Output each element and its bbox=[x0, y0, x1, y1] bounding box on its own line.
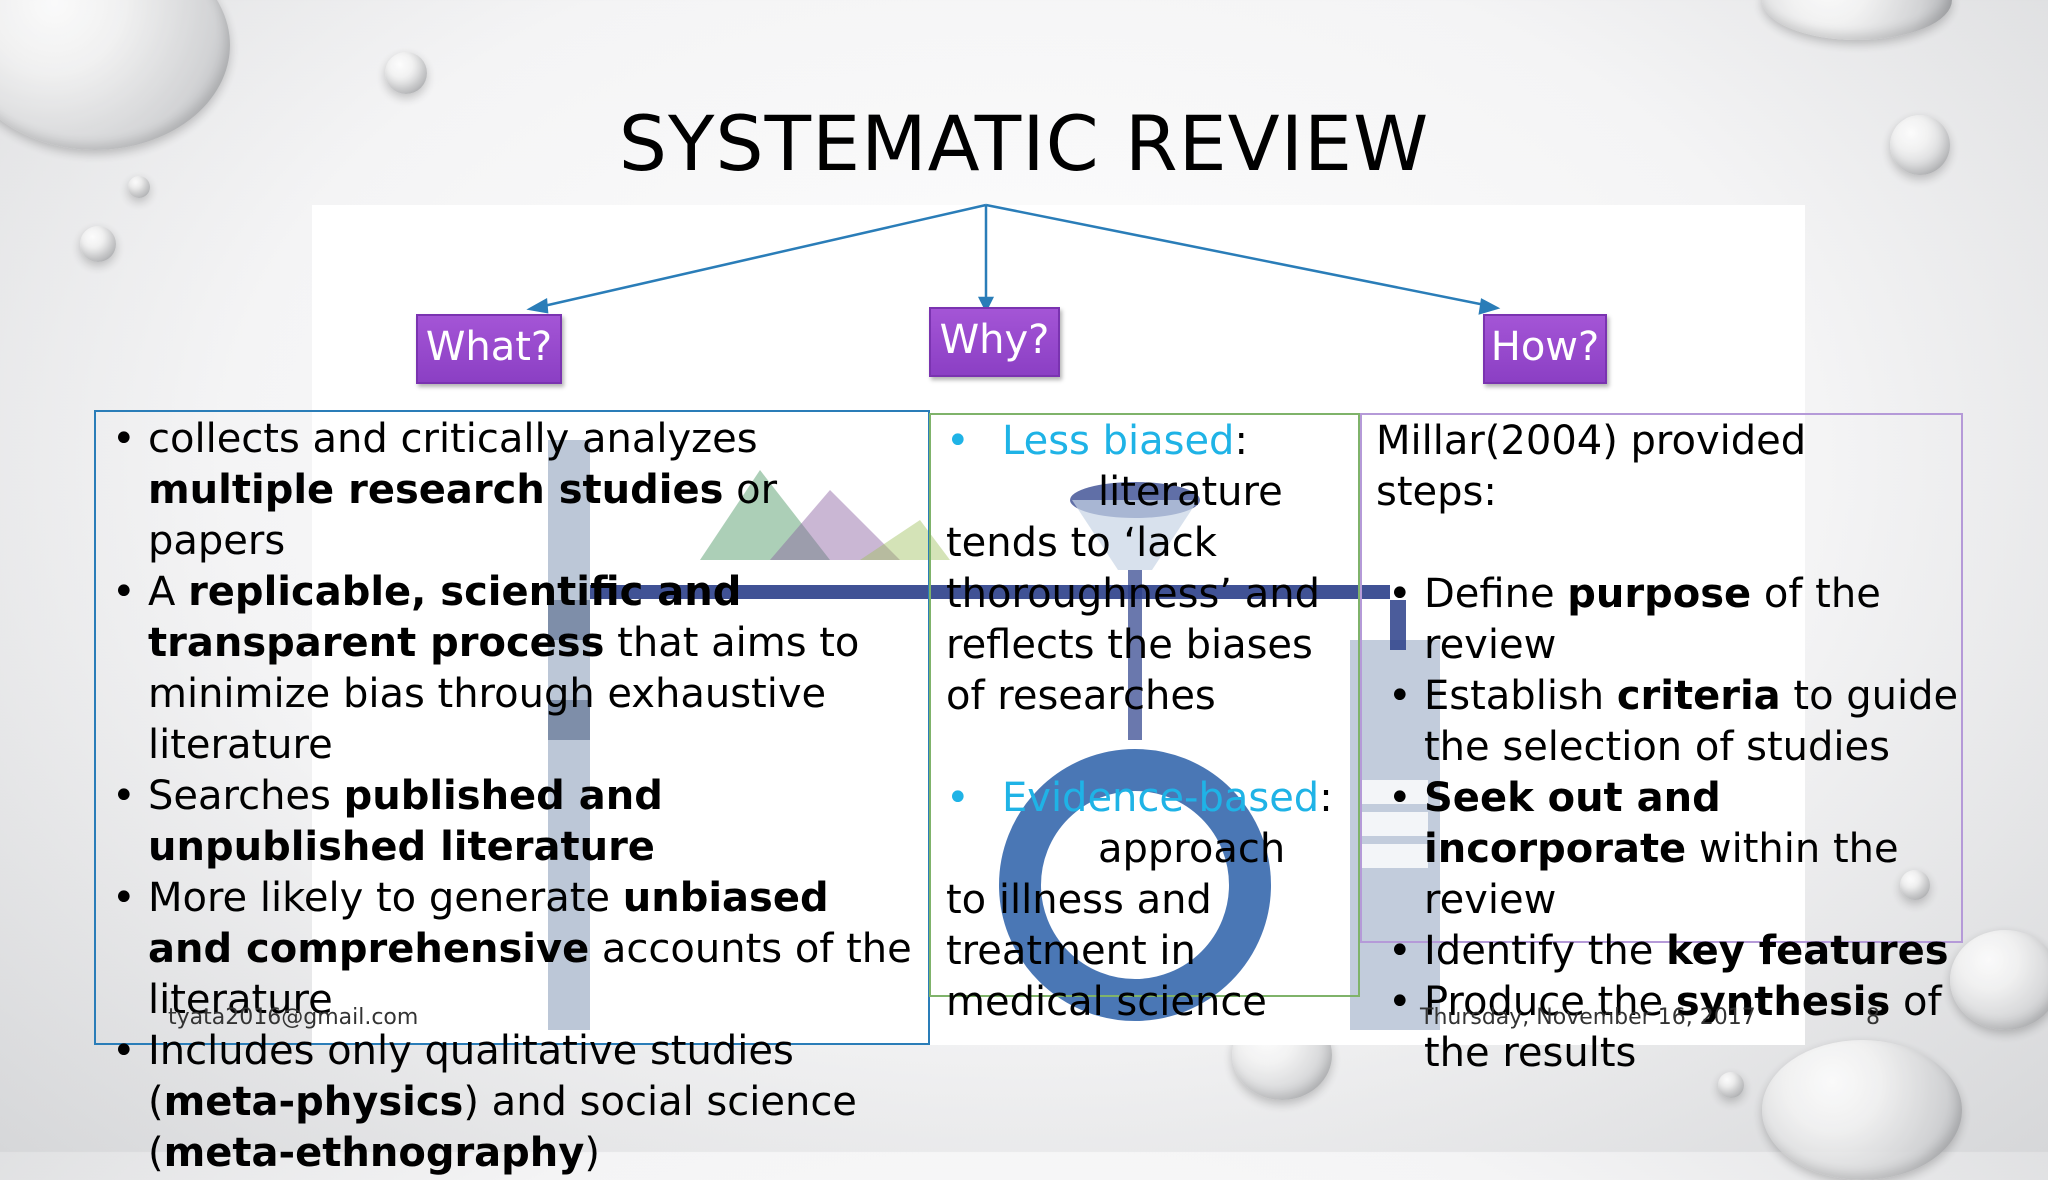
why-text: tends to ‘lack thoroughness’ and reflect… bbox=[946, 520, 1320, 719]
what-label: What? bbox=[425, 324, 553, 370]
why-box: Why? bbox=[929, 307, 1060, 377]
item-text: to guide the selection of studies bbox=[1424, 673, 1959, 770]
item-text: of the review bbox=[1424, 571, 1881, 668]
emphasis-text: key features bbox=[1666, 928, 1949, 974]
footer-date: Thursday, November 16, 2017 bbox=[1420, 1005, 1756, 1030]
item-text: Establish bbox=[1424, 673, 1617, 719]
how-list: Define purpose of the reviewEstablish cr… bbox=[1376, 569, 1976, 1079]
item-text: Includes only qualitative studies ( bbox=[148, 1028, 794, 1125]
why-lead: literature bbox=[1098, 469, 1283, 515]
item-text: Searches bbox=[148, 773, 344, 819]
how-item: Produce the synthesis of the results bbox=[1376, 977, 1976, 1079]
item-text: ) bbox=[584, 1130, 600, 1176]
item-text: Define bbox=[1424, 571, 1568, 617]
how-item: Seek out and incorporate within the revi… bbox=[1376, 773, 1976, 926]
why-heading: Less biased bbox=[1002, 418, 1235, 464]
emphasis-text: multiple research studies bbox=[148, 467, 724, 513]
what-box: What? bbox=[416, 314, 562, 384]
why-heading: Evidence-based bbox=[1002, 775, 1320, 821]
how-intro: Millar(2004) provided steps: bbox=[1376, 418, 1807, 515]
why-colon: : bbox=[1234, 418, 1248, 464]
what-item: collects and critically analyzes multipl… bbox=[100, 414, 920, 567]
emphasis-text: meta-ethnography bbox=[163, 1130, 585, 1176]
water-drop bbox=[128, 176, 150, 198]
emphasis-text: Seek out and incorporate bbox=[1424, 775, 1721, 872]
item-text: of the results bbox=[1424, 979, 1942, 1076]
how-item: Identify the key features bbox=[1376, 926, 1976, 977]
bullet: • bbox=[946, 775, 970, 821]
what-item: Includes only qualitative studies (meta-… bbox=[100, 1026, 920, 1179]
item-text: or papers bbox=[148, 467, 778, 564]
footer-page-number: 8 bbox=[1866, 1005, 1880, 1030]
why-panel-border bbox=[929, 413, 1360, 997]
water-drop bbox=[385, 52, 427, 94]
why-lead: approach bbox=[1098, 826, 1286, 872]
emphasis-text: purpose bbox=[1567, 571, 1752, 617]
emphasis-text: replicable, scientific and transparent p… bbox=[148, 569, 742, 666]
how-box: How? bbox=[1483, 314, 1607, 384]
item-text: Identify the bbox=[1424, 928, 1667, 974]
why-label: Why? bbox=[939, 317, 1050, 363]
item-text: More likely to generate bbox=[148, 875, 623, 921]
what-item: A replicable, scientific and transparent… bbox=[100, 567, 920, 771]
water-drop bbox=[80, 226, 116, 262]
why-item: • Evidence-based: approach to illness an… bbox=[946, 773, 1346, 1028]
item-text: A bbox=[148, 569, 189, 615]
emphasis-text: synthesis bbox=[1675, 979, 1891, 1025]
how-item: Establish criteria to guide the selectio… bbox=[1376, 671, 1976, 773]
emphasis-text: unbiased and comprehensive bbox=[148, 875, 829, 972]
item-text: collects and critically analyzes bbox=[148, 416, 758, 462]
bullet: • bbox=[946, 418, 970, 464]
item-text: within the review bbox=[1424, 826, 1899, 923]
item-text: accounts of the literature bbox=[148, 926, 912, 1023]
slide: SYSTEMATIC REVIEW What? Why? How? collec… bbox=[0, 0, 2048, 1152]
item-text: Produce the bbox=[1424, 979, 1676, 1025]
why-text: to illness and treatment in medical scie… bbox=[946, 877, 1267, 1025]
what-column: collects and critically analyzes multipl… bbox=[100, 414, 920, 1179]
how-item: Define purpose of the review bbox=[1376, 569, 1976, 671]
emphasis-text: criteria bbox=[1616, 673, 1781, 719]
item-text: that aims to minimize bias through exhau… bbox=[148, 620, 860, 768]
footer-email: tyata2016@gmail.com bbox=[168, 1005, 419, 1030]
slide-title: SYSTEMATIC REVIEW bbox=[618, 99, 1430, 188]
emphasis-text: meta-physics bbox=[163, 1079, 464, 1125]
why-column: • Less biased: literature tends to ‘lack… bbox=[946, 416, 1346, 1028]
why-colon: : bbox=[1319, 775, 1333, 821]
how-column: Millar(2004) provided steps: Define purp… bbox=[1376, 416, 1976, 1079]
what-item: Searches published and unpublished liter… bbox=[100, 771, 920, 873]
what-item: More likely to generate unbiased and com… bbox=[100, 873, 920, 1026]
what-list: collects and critically analyzes multipl… bbox=[100, 414, 920, 1179]
how-label: How? bbox=[1490, 324, 1600, 370]
why-item: • Less biased: literature tends to ‘lack… bbox=[946, 416, 1346, 722]
emphasis-text: published and unpublished literature bbox=[148, 773, 663, 870]
water-drop bbox=[1890, 115, 1950, 175]
